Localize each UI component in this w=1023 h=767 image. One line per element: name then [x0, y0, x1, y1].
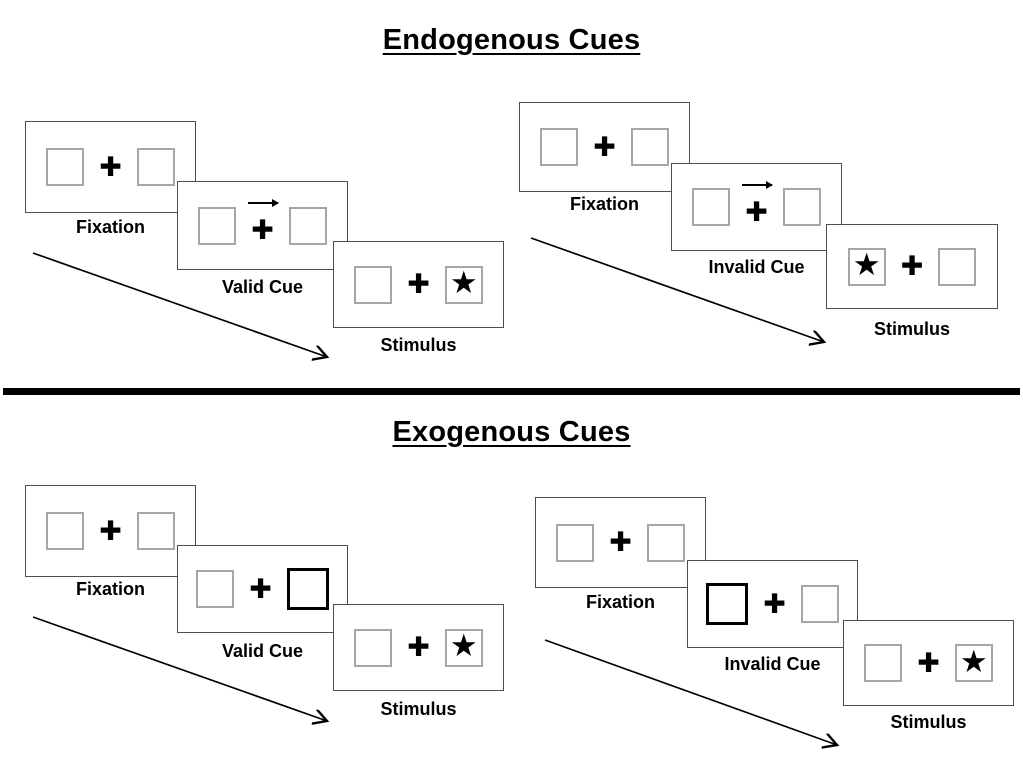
stimulus-panel: ✚ ★	[333, 241, 504, 328]
right-placeholder-box	[630, 128, 669, 166]
invalid-cue-panel: ✚	[687, 560, 858, 648]
panel-label: Valid Cue	[221, 641, 304, 661]
right-target-box: ★	[444, 628, 483, 667]
star-icon: ★	[449, 628, 478, 664]
right-placeholder-box	[938, 247, 977, 286]
left-highlight-box	[706, 583, 749, 625]
fixation-cross-icon: ✚	[593, 131, 616, 163]
fixation-cross-icon: ✚	[407, 269, 430, 300]
star-icon: ★	[449, 265, 478, 301]
panel-label: Invalid Cue	[708, 257, 805, 277]
right-arrow-icon	[247, 199, 279, 207]
right-target-box: ★	[954, 643, 993, 682]
panel-label: Fixation	[569, 194, 639, 214]
fixation-panel: ✚	[535, 497, 706, 588]
fixation-cross-icon: ✚	[249, 573, 272, 605]
fixation-cross-icon: ✚	[407, 632, 430, 663]
fixation-panel: ✚	[25, 121, 196, 213]
star-icon: ★	[852, 247, 881, 283]
right-placeholder-box	[136, 148, 175, 186]
panel-label: Fixation	[585, 592, 655, 612]
left-placeholder-box	[556, 523, 595, 562]
stimulus-panel: ★ ✚	[826, 224, 998, 309]
right-placeholder-box	[782, 188, 821, 226]
valid-cue-panel: ✚	[177, 545, 348, 633]
panel-label: Valid Cue	[221, 277, 304, 297]
star-icon: ★	[959, 643, 988, 680]
valid-cue-panel: ✚	[177, 181, 348, 270]
left-placeholder-box	[46, 512, 85, 550]
cue-center: ✚	[741, 180, 773, 228]
timeline-arrow-endogenous-invalid	[530, 237, 824, 342]
left-placeholder-box	[864, 644, 903, 682]
right-placeholder-box	[646, 523, 685, 562]
fixation-cross-icon: ✚	[745, 196, 768, 228]
fixation-panel: ✚	[519, 102, 690, 192]
panel-label: Stimulus	[873, 319, 950, 339]
left-placeholder-box	[196, 570, 235, 608]
fixation-panel: ✚	[25, 485, 196, 577]
invalid-cue-panel: ✚	[671, 163, 842, 251]
left-placeholder-box	[540, 128, 579, 166]
right-highlight-box	[286, 568, 329, 610]
left-placeholder-box	[354, 628, 393, 667]
left-placeholder-box	[354, 265, 393, 304]
right-arrow-icon	[741, 180, 773, 189]
fixation-cross-icon: ✚	[251, 215, 274, 246]
left-target-box: ★	[847, 247, 886, 286]
fixation-cross-icon: ✚	[900, 251, 924, 282]
fixation-cross-icon: ✚	[99, 151, 122, 183]
cue-center: ✚	[247, 199, 279, 246]
fixation-cross-icon: ✚	[99, 515, 122, 547]
panel-label: Fixation	[75, 579, 145, 599]
panel-label: Fixation	[75, 217, 145, 237]
stimulus-panel: ✚ ★	[333, 604, 504, 691]
left-placeholder-box	[198, 206, 237, 245]
section-divider	[3, 388, 1020, 395]
right-placeholder-box	[136, 512, 175, 550]
fixation-cross-icon: ✚	[609, 527, 632, 558]
fixation-cross-icon: ✚	[917, 647, 940, 679]
right-placeholder-box	[288, 206, 327, 245]
left-placeholder-box	[46, 148, 85, 186]
left-placeholder-box	[692, 188, 731, 226]
panel-label: Stimulus	[890, 712, 967, 732]
panel-label: Invalid Cue	[724, 654, 821, 674]
panel-label: Stimulus	[380, 335, 457, 355]
stimulus-panel: ✚ ★	[843, 620, 1014, 706]
endogenous-section-title: Endogenous Cues	[382, 24, 641, 56]
right-target-box: ★	[444, 265, 483, 304]
right-placeholder-box	[800, 585, 839, 623]
panel-label: Stimulus	[380, 699, 457, 719]
exogenous-section-title: Exogenous Cues	[392, 416, 631, 448]
fixation-cross-icon: ✚	[763, 588, 786, 620]
